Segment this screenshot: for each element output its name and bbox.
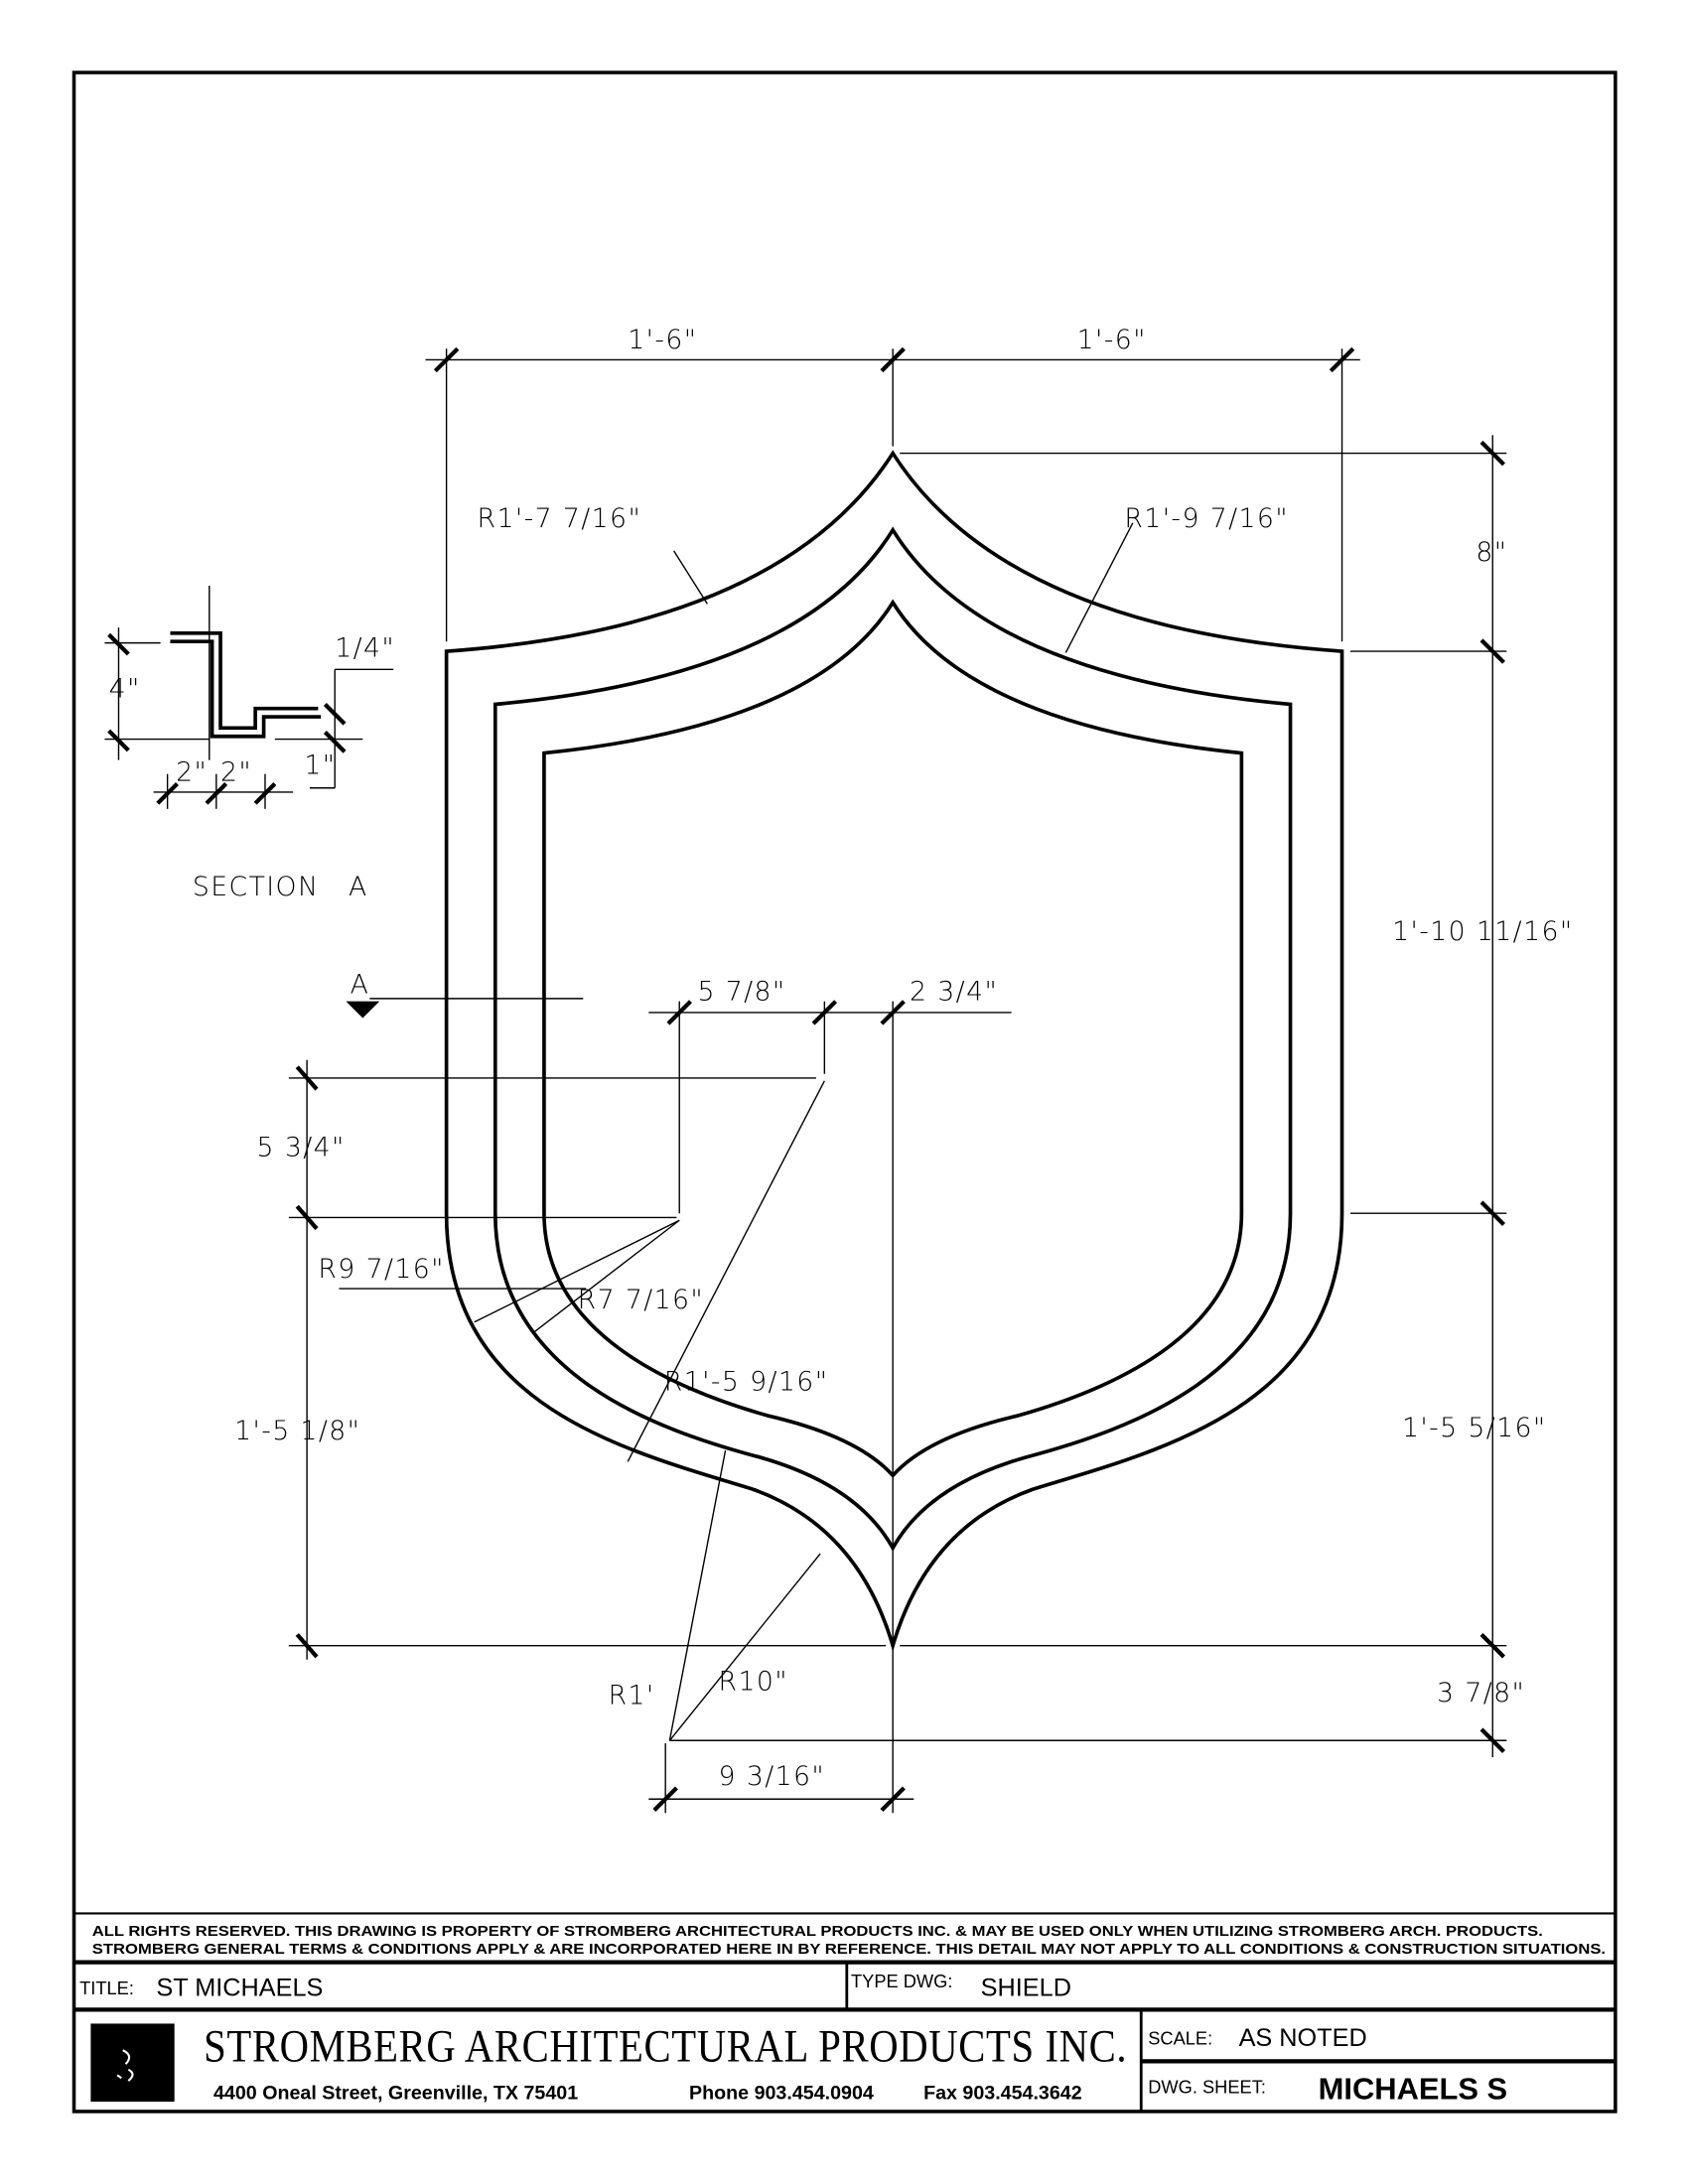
dim-radius-tip-inner: R10" [719, 1667, 788, 1698]
company-fax: Fax 903.454.3642 [923, 2082, 1082, 2104]
company-phone: Phone 903.454.0904 [689, 2082, 874, 2104]
section-dim-step: 1" [304, 751, 336, 781]
dim-center-b: 2 3/4" [910, 976, 998, 1007]
title-label: TITLE: [79, 1978, 134, 1998]
dim-radius-bottom-long: R1'-5 9/16" [664, 1367, 829, 1398]
dim-top-point: 8" [1476, 537, 1507, 568]
scale-label: SCALE: [1148, 2028, 1212, 2049]
rights-note-line-2: STROMBERG GENERAL TERMS & CONDITIONS APP… [92, 1942, 1606, 1958]
dim-center-a: 5 7/8" [697, 976, 785, 1007]
dim-top-left: 1'-6" [628, 325, 697, 355]
dim-bottom-offset: 9 3/16" [719, 1761, 826, 1792]
shield-outer [444, 450, 1344, 1653]
type-dwg-label: TYPE DWG: [851, 1971, 952, 1991]
type-dwg-value: SHIELD [981, 1974, 1071, 2001]
title-block: ALL RIGHTS RESERVED. THIS DRAWING IS PRO… [73, 1912, 1616, 2112]
dim-top-right: 1'-6" [1077, 325, 1147, 355]
dim-radius-top-left: R1'-7 7/16" [478, 503, 642, 534]
title-value: ST MICHAELS [156, 1974, 323, 2001]
rights-note-line-1: ALL RIGHTS RESERVED. THIS DRAWING IS PRO… [92, 1924, 1543, 1940]
dwg-sheet-value: MICHAELS S [1319, 2071, 1508, 2106]
company-address: 4400 Oneal Street, Greenville, TX 75401 [213, 2082, 578, 2104]
section-dim-height: 4" [109, 673, 141, 704]
dim-right-lower: 1'-5 5/16" [1402, 1413, 1547, 1443]
section-marker-arrow [346, 1001, 380, 1019]
dim-bottom-extra: 3 7/8" [1437, 1678, 1525, 1708]
dim-side-height: 1'-10 11/16" [1392, 916, 1573, 947]
dim-radius-inner-corner: R7 7/16" [578, 1285, 704, 1315]
dimension-lines [288, 346, 1507, 1814]
section-a-detail [104, 586, 394, 809]
sheet-border [71, 70, 1618, 2114]
section-label: SECTION A [193, 872, 368, 902]
scale-value: AS NOTED [1239, 2024, 1367, 2052]
dim-left-offset: 5 3/4" [257, 1133, 346, 1163]
company-logo [90, 2023, 175, 2103]
dim-radius-top-right: R1'-9 7/16" [1124, 503, 1289, 534]
section-marker-label: A [351, 969, 370, 1000]
dwg-sheet-label: DWG. SHEET: [1148, 2077, 1266, 2098]
dim-radius-tip-outer: R1' [609, 1681, 655, 1711]
dimension-labels: 1'-6" 1'-6" R1'-7 7/16" R1'-9 7/16" 8" 1… [109, 325, 1573, 1792]
dim-left-lower: 1'-5 1/8" [234, 1416, 360, 1446]
section-dim-w1: 2" [176, 757, 208, 788]
dim-radius-outer-corner: R9 7/16" [318, 1254, 444, 1285]
section-dim-w2: 2" [220, 757, 252, 788]
section-dim-flange: 1/4" [335, 633, 395, 664]
shield-outlines [444, 450, 1344, 1653]
company-name: STROMBERG ARCHITECTURAL PRODUCTS INC. [204, 2021, 1127, 2072]
